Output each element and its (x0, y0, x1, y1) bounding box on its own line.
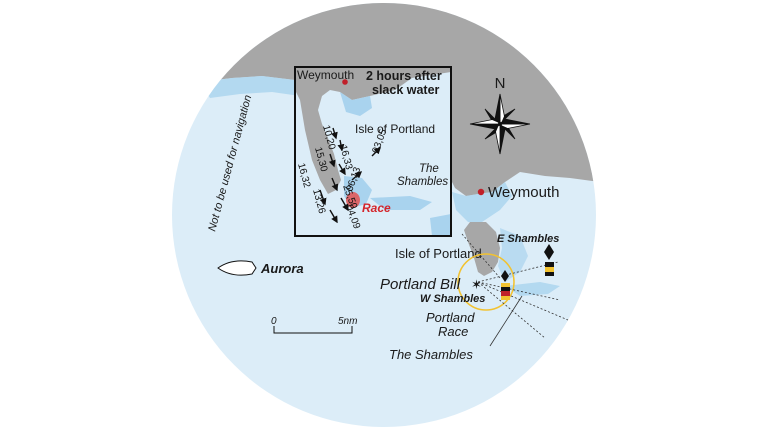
compass-north-label: N (495, 75, 506, 92)
inset-title-line-1: 2 hours after (366, 69, 442, 83)
weymouth-marker (477, 188, 485, 196)
boat-icon (217, 260, 257, 276)
portland-bill-label: Portland Bill (380, 276, 461, 293)
inset-weymouth-label: Weymouth (297, 68, 354, 82)
isle-of-portland-land (464, 222, 500, 276)
weymouth-label: Weymouth (488, 184, 559, 201)
mainland-coast (172, 3, 596, 200)
portland-race-label-1: Portland (426, 310, 475, 325)
inset-map: 10,20 16,33 15,30 25,50 16,32 13,26 04,0… (294, 66, 452, 237)
compass-rose: N (469, 75, 531, 155)
shallow-water-bay (452, 182, 512, 222)
inset-shambles-label-1: The (419, 163, 439, 175)
e-shambles-label: E Shambles (497, 233, 559, 245)
w-shambles-label: W Shambles (420, 293, 485, 305)
shallow-water (200, 76, 318, 98)
chart-disc (172, 3, 596, 427)
vessel-aurora: Aurora (217, 260, 304, 276)
inset-title-line-2: slack water (372, 83, 440, 97)
portland-race-label-2: Race (438, 324, 468, 339)
race-marker (346, 192, 360, 208)
inset-shallows-3 (430, 214, 451, 236)
bearing-lines (461, 233, 569, 339)
w-shambles-buoy (501, 270, 510, 300)
inset-shambles-bank (370, 196, 432, 210)
e-shambles-buoy (544, 244, 554, 276)
scale-bar: 0 5nm (271, 316, 357, 334)
portland-shallows (498, 228, 528, 282)
isle-of-portland-label: Isle of Portland (395, 246, 482, 261)
inset-isle-label: Isle of Portland (355, 122, 435, 136)
tidal-arrows (319, 127, 381, 224)
inset-shallows (340, 92, 372, 116)
the-shambles-label: The Shambles (389, 347, 473, 362)
inset-race-label: Race (362, 201, 391, 215)
shambles-bank (505, 282, 560, 296)
scale-end: 5nm (338, 316, 357, 327)
portland-bill-ring (457, 253, 515, 311)
scale-start: 0 (271, 316, 277, 327)
inset-shambles-label-2: Shambles (397, 176, 448, 188)
vessel-label: Aurora (260, 261, 304, 276)
inset-frame (294, 66, 452, 237)
lighthouse-icon: ✶ (471, 277, 482, 292)
inset-weymouth-marker (342, 79, 348, 85)
shambles-leader-line (489, 295, 523, 347)
